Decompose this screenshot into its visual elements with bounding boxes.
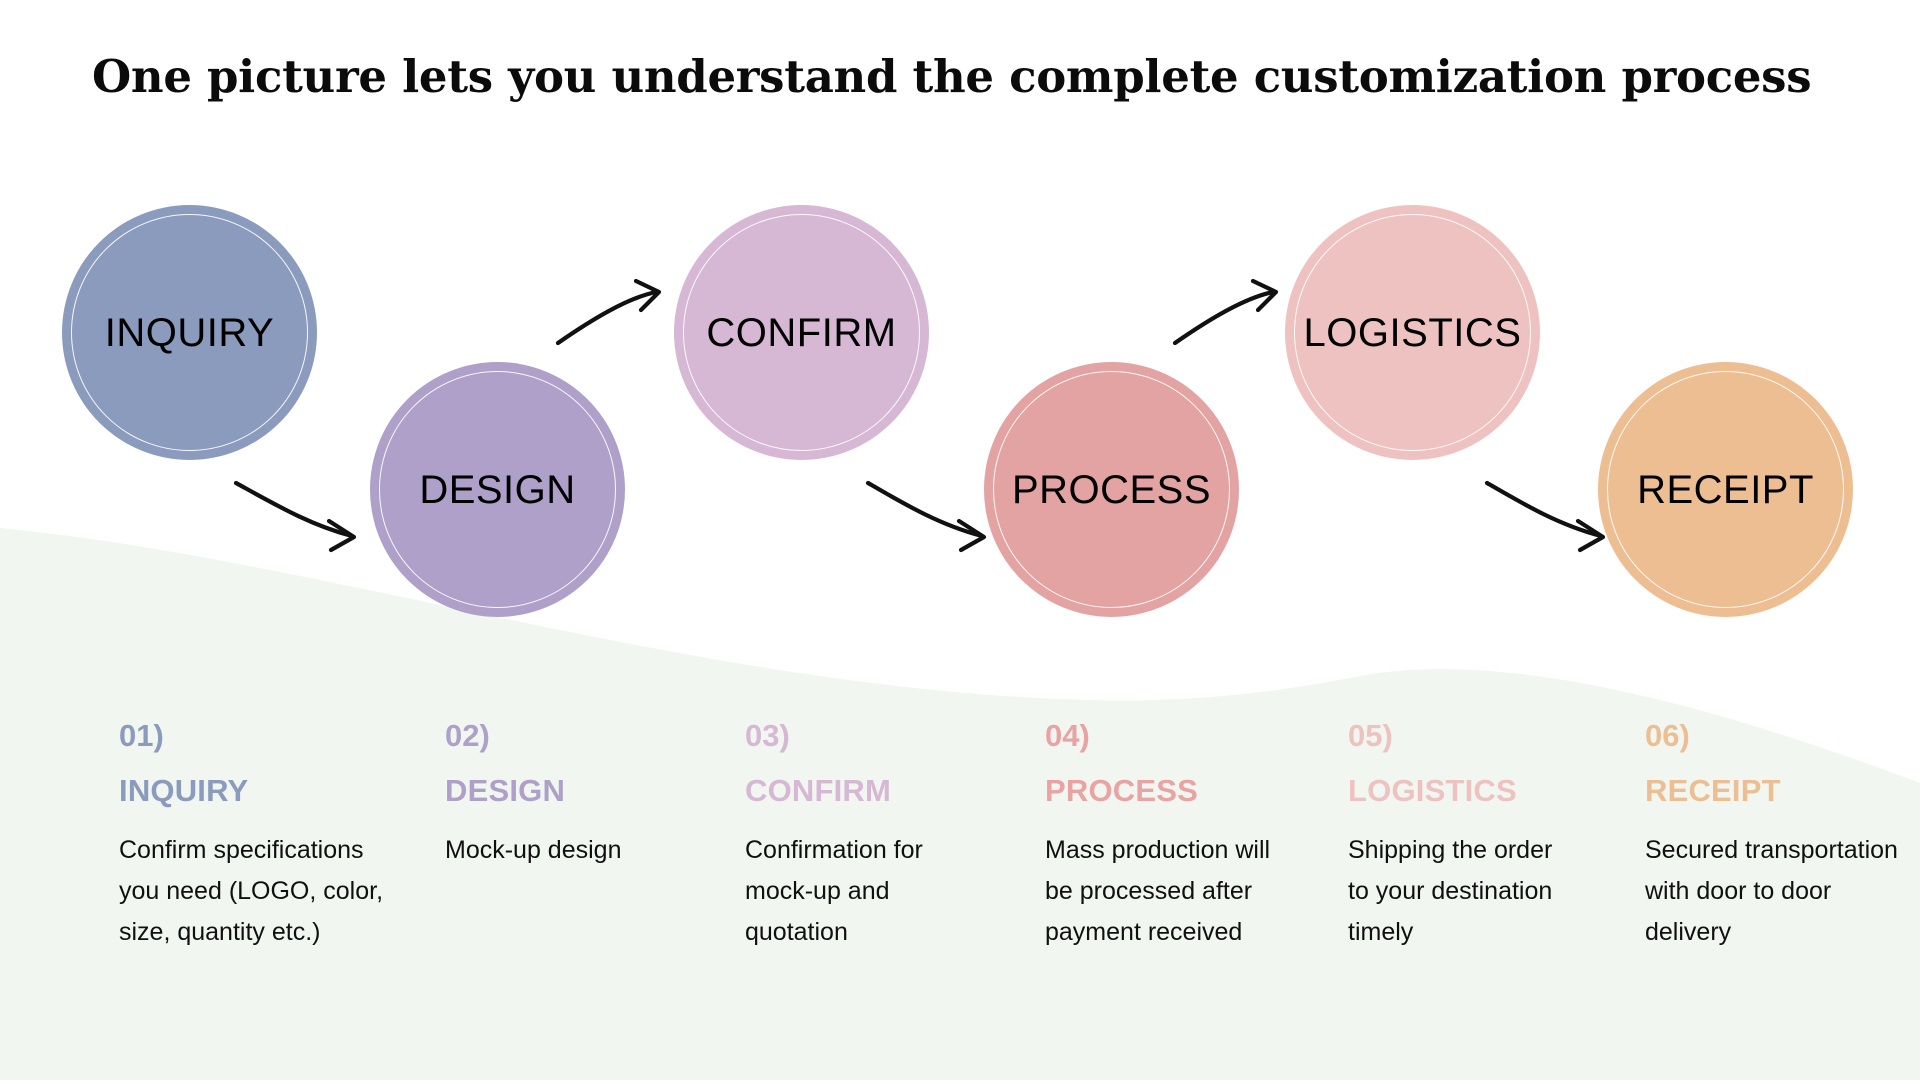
legend-description: Confirm specifications you need (LOGO, c…: [119, 836, 384, 946]
step-legend: 01) INQUIRY Confirm specifications you n…: [0, 720, 1920, 1080]
legend-item-design: 02) DESIGN Mock-up design: [445, 720, 735, 871]
step-circle-label: LOGISTICS: [1303, 310, 1522, 355]
legend-item-logistics: 05) LOGISTICS Shipping the order to your…: [1348, 720, 1648, 953]
step-circle-label: RECEIPT: [1637, 467, 1814, 512]
legend-description: Mass production will be processed after …: [1045, 836, 1271, 946]
legend-number: 05): [1348, 718, 1393, 753]
legend-title: DESIGN: [445, 773, 566, 808]
legend-number: 03): [745, 718, 790, 753]
legend-title: LOGISTICS: [1348, 773, 1517, 808]
page-title: One picture lets you understand the comp…: [92, 50, 1812, 103]
legend-number: 01): [119, 718, 164, 753]
legend-number: 04): [1045, 718, 1090, 753]
legend-item-process: 04) PROCESS Mass production will be proc…: [1045, 720, 1335, 953]
step-circle-confirm[interactable]: CONFIRM: [674, 205, 929, 460]
legend-item-receipt: 06) RECEIPT Secured transportation with …: [1645, 720, 1920, 953]
legend-title: CONFIRM: [745, 773, 892, 808]
legend-description: Confirmation for mock-up and quotation: [745, 836, 923, 946]
step-circle-label: PROCESS: [1011, 467, 1212, 512]
step-circle-label: CONFIRM: [706, 310, 897, 355]
legend-description: Secured transportation with door to door…: [1645, 836, 1898, 946]
legend-item-confirm: 03) CONFIRM Confirmation for mock-up and…: [745, 720, 1035, 953]
legend-title: RECEIPT: [1645, 773, 1781, 808]
legend-number: 06): [1645, 718, 1690, 753]
legend-description: Mock-up design: [445, 836, 622, 864]
legend-description: Shipping the order to your destination t…: [1348, 836, 1553, 946]
step-circle-receipt[interactable]: RECEIPT: [1598, 362, 1853, 617]
step-circle-logistics[interactable]: LOGISTICS: [1285, 205, 1540, 460]
step-circle-design[interactable]: DESIGN: [370, 362, 625, 617]
legend-title: PROCESS: [1045, 773, 1198, 808]
step-circle-label: INQUIRY: [104, 310, 275, 355]
legend-item-inquiry: 01) INQUIRY Confirm specifications you n…: [119, 720, 419, 953]
legend-number: 02): [445, 718, 490, 753]
legend-title: INQUIRY: [119, 773, 249, 808]
step-circle-label: DESIGN: [419, 467, 576, 512]
step-circle-process[interactable]: PROCESS: [984, 362, 1239, 617]
wave-shape: [0, 528, 1920, 1080]
step-circle-inquiry[interactable]: INQUIRY: [62, 205, 317, 460]
